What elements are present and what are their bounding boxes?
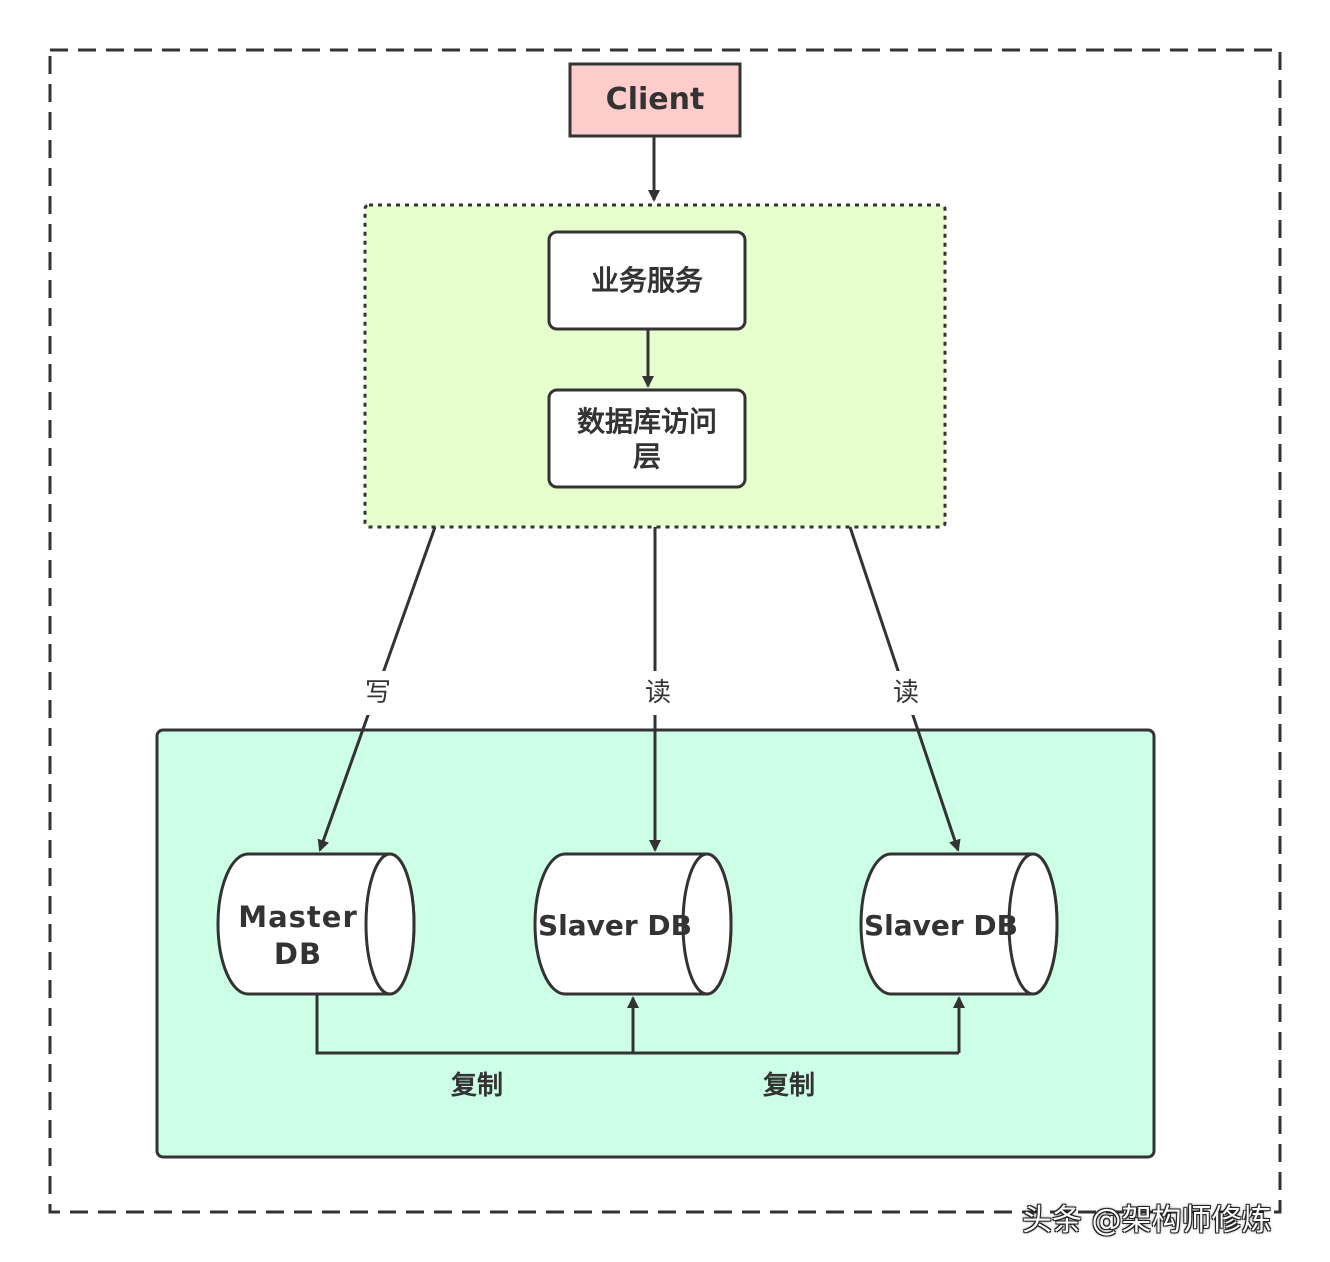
watermark: 头条 @架构师修炼 [1022,1203,1272,1238]
edge-label-write: 写 [356,671,400,715]
service-group [363,203,947,529]
master-db-label-line2: DB [273,936,323,971]
edge-label-replicate-1: 复制 [450,1070,503,1101]
master-db-label: Master DB [228,888,368,983]
client-box [568,62,742,138]
db-access-box [547,388,747,489]
business-service-label: 业务服务 [590,264,703,297]
slave-db-1-label: Slaver DB [537,908,693,942]
client-label: Client [605,82,705,118]
slave-db-1-cylinder [533,852,733,996]
master-db-label-line1: Master [238,900,358,935]
master-db-cylinder [216,852,416,996]
db-access-label-line1: 数据库访问 [576,404,717,438]
db-access-label-line2: 层 [632,439,661,473]
edge-label-replicate-2: 复制 [762,1070,815,1101]
db-access-label: 数据库访问 层 [549,390,745,487]
replication-path [315,994,959,1055]
slave-db-2-label: Slaver DB [863,908,1019,942]
edge-label-read-2: 读 [884,671,928,715]
edge-label-read-1: 读 [636,671,680,715]
outer-boundary [48,48,1282,1214]
slave-db-2-cylinder [859,852,1059,996]
